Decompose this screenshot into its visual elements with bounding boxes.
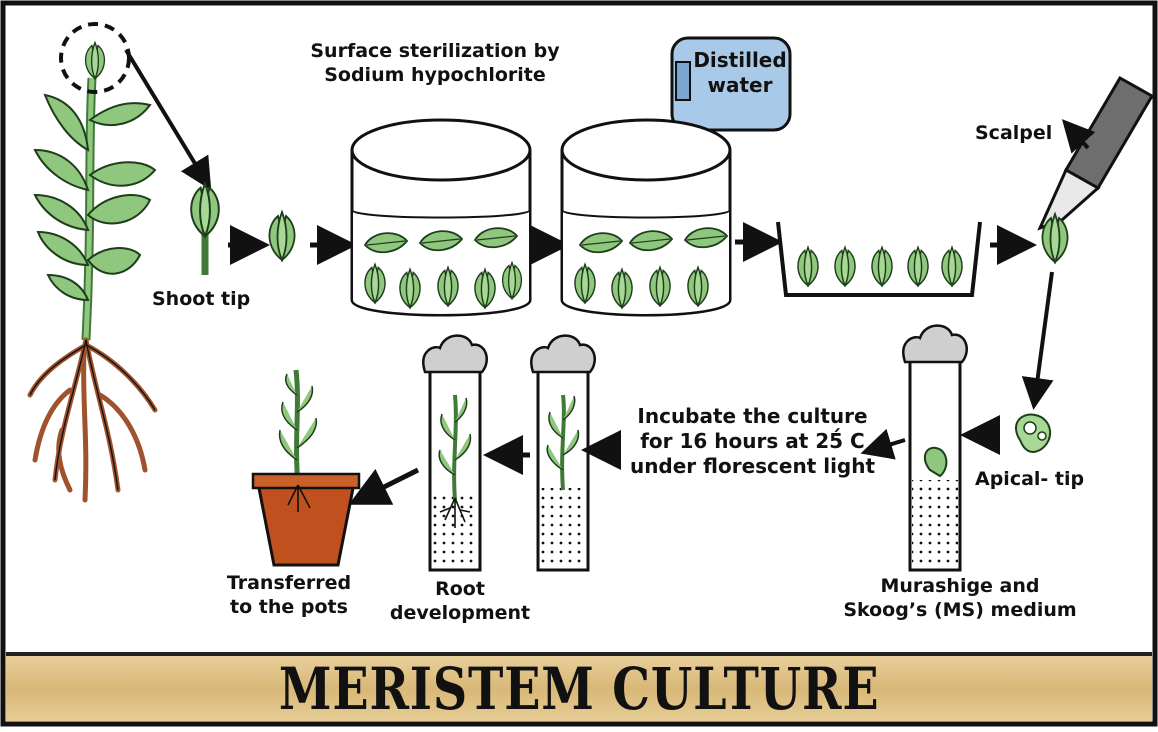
shoot-culture-tube: [531, 336, 594, 570]
cutting-tray: [778, 222, 980, 295]
sterilization-beaker: [352, 120, 530, 315]
apical-tip: [1016, 415, 1050, 452]
root-development-tube: [423, 336, 486, 570]
diagram-title: MERISTEM CULTURE: [279, 655, 880, 723]
arrow-11: [362, 470, 418, 498]
shoot-tip-label: Shoot tip: [152, 288, 250, 312]
mother-plant: [30, 24, 155, 500]
title-banner: MERISTEM CULTURE: [6, 652, 1152, 721]
potted-plant: [253, 370, 359, 565]
scalpel: [1040, 78, 1152, 228]
apical-tip-label: Apical- tip: [975, 468, 1084, 492]
arrow-6: [1035, 272, 1052, 398]
roots: [30, 340, 155, 500]
scalpel-label: Scalpel: [975, 122, 1052, 146]
washing-beaker: [562, 120, 730, 315]
shoot-tip-cutting: [191, 183, 219, 275]
ms-medium-tube: [903, 326, 966, 570]
shoot-tip-trimmed: [269, 212, 294, 260]
